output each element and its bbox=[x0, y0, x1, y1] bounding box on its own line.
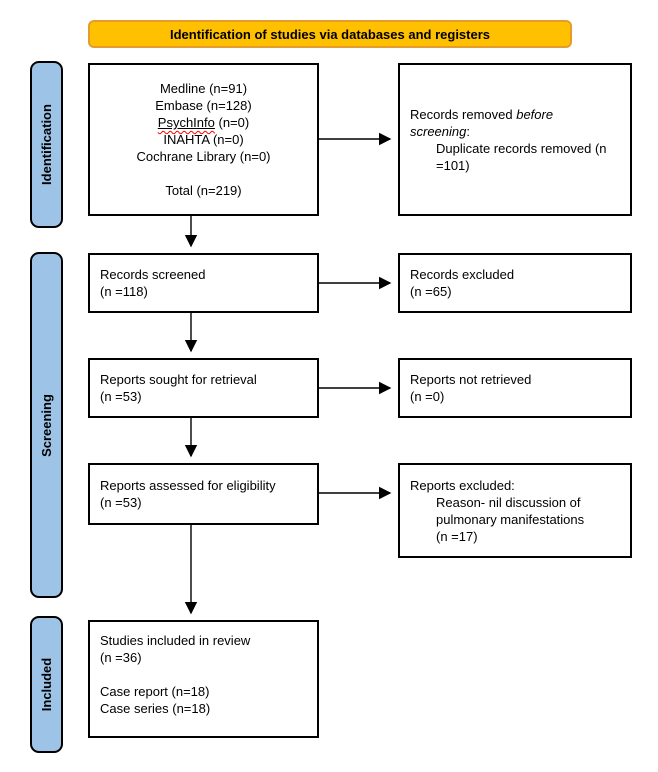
databases-inahta: INAHTA (n=0) bbox=[163, 132, 244, 147]
studies-included-case-series: Case series (n=18) bbox=[100, 701, 211, 716]
stage-label-identification-text: Identification bbox=[39, 104, 55, 185]
reports-not-retrieved-count: (n =0) bbox=[410, 389, 445, 404]
databases-total: Total (n=219) bbox=[165, 183, 242, 198]
records-removed-heading-colon: : bbox=[466, 123, 470, 139]
reports-assessed-label: Reports assessed for eligibility bbox=[100, 478, 276, 493]
box-reports-not-retrieved: Reports not retrieved (n =0) bbox=[398, 358, 632, 418]
blank-line bbox=[100, 666, 307, 683]
stage-label-screening: Screening bbox=[30, 252, 63, 598]
studies-included-label: Studies included in review bbox=[100, 633, 251, 648]
stage-label-identification: Identification bbox=[30, 61, 63, 228]
records-removed-heading-italic1: before bbox=[516, 106, 554, 122]
records-excluded-count: (n =65) bbox=[410, 284, 452, 299]
box-studies-included: Studies included in review (n =36) Case … bbox=[88, 620, 319, 738]
reports-sought-count: (n =53) bbox=[100, 389, 142, 404]
box-reports-assessed: Reports assessed for eligibility (n =53) bbox=[88, 463, 319, 525]
stage-label-screening-text: Screening bbox=[39, 393, 55, 457]
records-excluded-label: Records excluded bbox=[410, 267, 515, 282]
psychinfo-spellcheck-underline: PsychInfo bbox=[158, 115, 215, 130]
records-removed-detail-line2: =101) bbox=[436, 157, 470, 173]
stage-label-included: Included bbox=[30, 616, 63, 753]
databases-medline: Medline (n=91) bbox=[159, 81, 248, 96]
records-removed-heading-italic2: screening bbox=[410, 123, 467, 139]
databases-psychinfo-count: (n=0) bbox=[214, 115, 250, 130]
databases-psychinfo-name: PsychInfo bbox=[157, 115, 215, 130]
reports-excluded-detail-line1: Reason- nil discussion of bbox=[436, 494, 581, 510]
blank-line bbox=[90, 165, 317, 182]
box-records-screened: Records screened (n =118) bbox=[88, 253, 319, 313]
records-removed-heading-normal: Records removed bbox=[410, 106, 517, 122]
box-records-excluded: Records excluded (n =65) bbox=[398, 253, 632, 313]
databases-cochrane: Cochrane Library (n=0) bbox=[136, 149, 271, 164]
databases-psychinfo: PsychInfo (n=0) bbox=[90, 114, 317, 131]
records-removed-heading-line1: Records removed before bbox=[410, 106, 620, 123]
box-records-removed: Records removed before screening: Duplic… bbox=[398, 63, 632, 216]
records-removed-heading-line2: screening: bbox=[410, 123, 620, 140]
studies-included-count: (n =36) bbox=[100, 650, 142, 665]
reports-assessed-count: (n =53) bbox=[100, 495, 142, 510]
databases-embase: Embase (n=128) bbox=[155, 98, 252, 113]
stage-label-included-text: Included bbox=[39, 657, 55, 712]
reports-excluded-heading: Reports excluded: bbox=[410, 477, 515, 493]
box-reports-excluded: Reports excluded: Reason- nil discussion… bbox=[398, 463, 632, 558]
reports-excluded-detail-line3: (n =17) bbox=[436, 528, 478, 544]
banner-title: Identification of studies via databases … bbox=[88, 20, 572, 48]
reports-sought-label: Reports sought for retrieval bbox=[100, 372, 257, 387]
records-removed-detail-line1: Duplicate records removed (n bbox=[436, 140, 607, 156]
records-screened-label: Records screened bbox=[100, 267, 206, 282]
banner-title-label: Identification of studies via databases … bbox=[169, 26, 491, 42]
box-reports-sought: Reports sought for retrieval (n =53) bbox=[88, 358, 319, 418]
studies-included-case-report: Case report (n=18) bbox=[100, 684, 210, 699]
reports-excluded-detail-line2: pulmonary manifestations bbox=[436, 511, 585, 527]
records-screened-count: (n =118) bbox=[100, 284, 148, 299]
box-databases: Medline (n=91) Embase (n=128) PsychInfo … bbox=[88, 63, 319, 216]
reports-not-retrieved-label: Reports not retrieved bbox=[410, 372, 532, 387]
